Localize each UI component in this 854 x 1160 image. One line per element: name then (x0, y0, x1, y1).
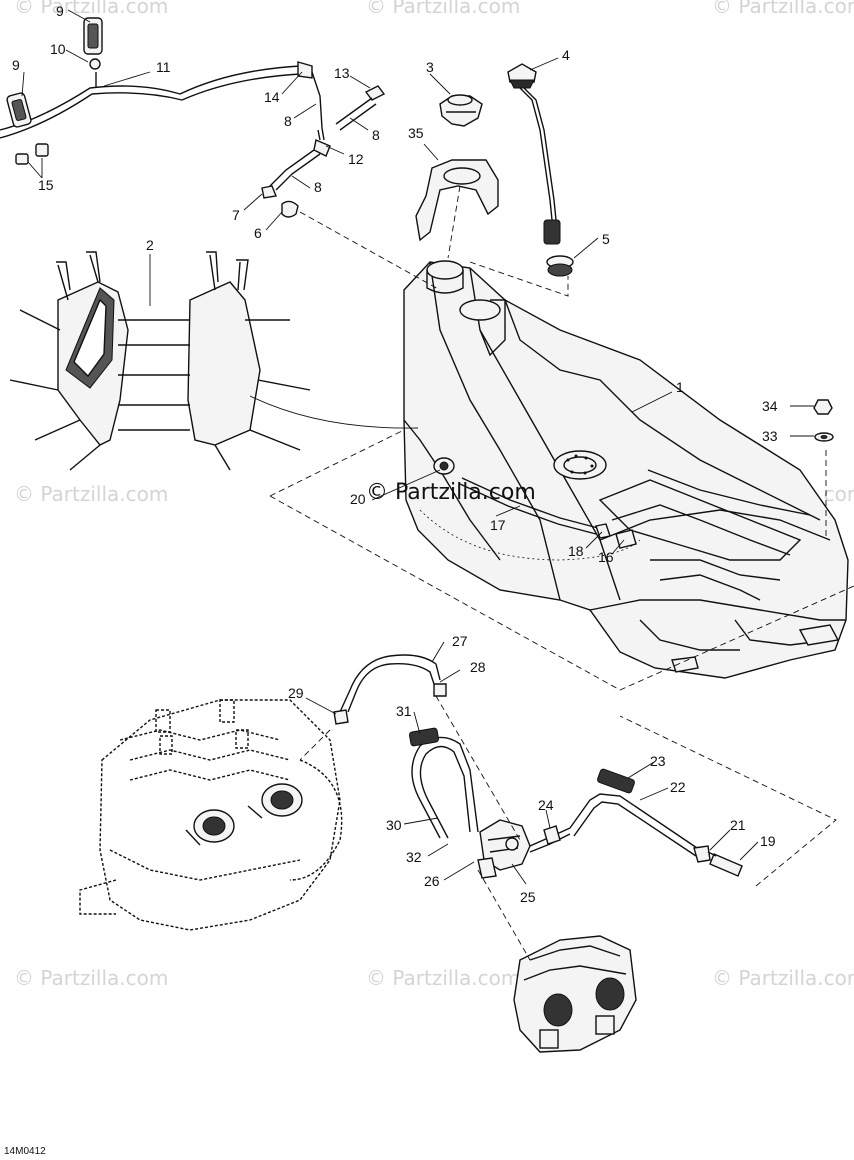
filler-bracket (415, 159, 499, 242)
callout-19: 19 (760, 833, 776, 849)
callout-26: 26 (424, 873, 440, 889)
watermark-mid-left: © Partzilla.com (14, 482, 169, 506)
callout-18: 18 (568, 543, 584, 559)
callout-24: 24 (538, 797, 554, 813)
callout-16: 16 (598, 549, 614, 565)
center-watermark: © Partzilla.com (366, 480, 536, 505)
callout-15: 15 (38, 177, 54, 193)
carburetors (513, 935, 637, 1053)
callout-33: 33 (762, 428, 778, 444)
assembly-lines (269, 185, 854, 961)
mount-hardware (813, 399, 834, 442)
watermark-top-center: © Partzilla.com (366, 0, 521, 18)
watermark-bottom-left: © Partzilla.com (14, 966, 169, 990)
callout-3: 3 (426, 59, 434, 75)
watermark-bottom-center: © Partzilla.com (366, 966, 521, 990)
callout-22: 22 (670, 779, 686, 795)
engine-intake (185, 783, 303, 846)
fuel-tank (403, 260, 849, 679)
callout-8-upper: 8 (284, 113, 292, 129)
callout-17: 17 (490, 517, 506, 533)
fuel-lines (333, 654, 743, 879)
watermark-top-left: © Partzilla.com (14, 0, 169, 18)
callout-34: 34 (762, 398, 778, 414)
callout-9-left: 9 (12, 57, 20, 73)
diagram-code: 14M0412 (4, 1146, 46, 1157)
callout-20: 20 (350, 491, 366, 507)
callout-6: 6 (254, 225, 262, 241)
callout-10: 10 (50, 41, 66, 57)
callout-14: 14 (264, 89, 280, 105)
callout-4: 4 (562, 47, 570, 63)
callout-28: 28 (470, 659, 486, 675)
callout-31: 31 (396, 703, 412, 719)
callout-1: 1 (676, 379, 684, 395)
callout-35: 35 (408, 125, 424, 141)
fuel-gauge (507, 63, 561, 245)
callout-12: 12 (348, 151, 364, 167)
vent-hose-assembly (0, 17, 386, 218)
callout-13: 13 (334, 65, 350, 81)
callout-9-top: 9 (56, 3, 64, 19)
tank-pad (9, 251, 311, 471)
callout-8-lower: 8 (314, 179, 322, 195)
gauge-grommet (546, 255, 574, 277)
watermark-top-right: © Partzilla.com (712, 0, 854, 18)
callout-32: 32 (406, 849, 422, 865)
engine (79, 699, 343, 931)
callout-25: 25 (520, 889, 536, 905)
callout-29: 29 (288, 685, 304, 701)
callout-8-right: 8 (372, 127, 380, 143)
callout-23: 23 (650, 753, 666, 769)
callout-11: 11 (156, 59, 171, 75)
callout-27: 27 (452, 633, 468, 649)
callout-labels: 9 10 11 9 15 13 14 8 8 12 8 7 6 2 3 4 35… (12, 3, 778, 905)
callout-2: 2 (146, 237, 154, 253)
callout-21: 21 (730, 817, 746, 833)
watermark-bottom-right: © Partzilla.com (712, 966, 854, 990)
filler-cap (439, 94, 483, 127)
callout-5: 5 (602, 231, 610, 247)
callout-30: 30 (386, 817, 402, 833)
leader-lines (21, 9, 814, 885)
callout-7: 7 (232, 207, 240, 223)
